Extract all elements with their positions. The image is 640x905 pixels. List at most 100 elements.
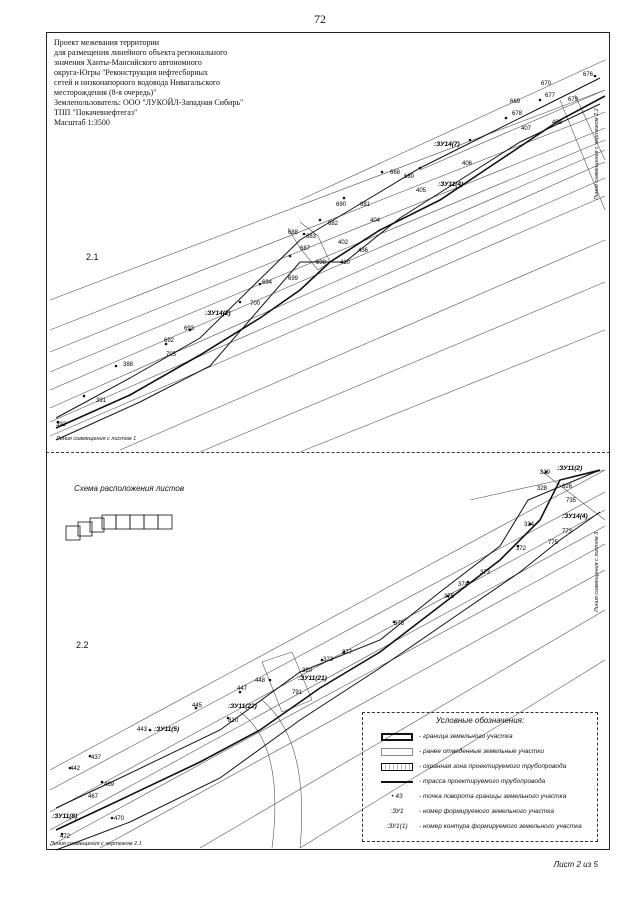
point-label: 437 — [91, 755, 102, 761]
point-label: 404 — [370, 218, 381, 224]
title-line: Масштаб 1:3500 — [54, 118, 110, 127]
protection-zone-symbol — [381, 762, 413, 771]
panel2-label: 2.2 — [76, 640, 89, 650]
parcel-label: :ЗУ11(21) — [298, 675, 327, 682]
title-line: значения Ханты-Мансийского автономного — [54, 58, 202, 67]
point-label: 694 — [262, 280, 273, 286]
point-label: 690 — [336, 202, 347, 208]
title-line: Землепользователь: ООО "ЛУКОЙЛ-Западная … — [54, 98, 244, 107]
point-label: 376 — [394, 621, 405, 627]
legend-text: - охранная зона проектируемого трубопров… — [419, 763, 567, 770]
point-label: 374 — [458, 582, 469, 588]
point-label: 443 — [137, 727, 148, 733]
legend-text: - ранее отведенные земельные участки — [419, 748, 544, 755]
boundary-symbol — [381, 732, 413, 741]
legend-title: Условные обозначения: — [435, 716, 525, 725]
point-label: 681 — [360, 202, 371, 208]
point-label: 472 — [60, 834, 71, 840]
parcel-label: :ЗУ11(4) — [438, 181, 463, 188]
panel1-linework — [49, 59, 606, 453]
point-label: 324 — [524, 522, 535, 528]
legend-item: - охранная зона проектируемого трубопров… — [363, 759, 597, 774]
point-label: 323 — [323, 657, 334, 663]
legend-item: :ЗУ1(1) - номер контура формируемого зем… — [363, 819, 597, 834]
point-label: 328 — [537, 486, 548, 492]
legend-text: - номер контура формируемого земельного … — [419, 823, 582, 830]
sheet-scheme — [65, 514, 173, 541]
panel-divider — [46, 452, 610, 453]
legend-text: - граница земельного участка — [419, 733, 513, 740]
point-label: 700 — [250, 301, 261, 307]
point-label: 320 — [302, 668, 313, 674]
point-label: 405 — [416, 188, 427, 194]
panel2-edge-right: Линия совмещения с листом 3 — [594, 531, 600, 612]
panel1-edge-right: Линия совмещения с чертежом 2.2 — [594, 108, 600, 200]
point-label: 670 — [541, 81, 552, 87]
point-label: 448 — [255, 678, 266, 684]
legend-text: - номер формируемого земельного участка — [419, 808, 554, 815]
point-label: 791 — [292, 690, 303, 696]
point-label: 683 — [306, 234, 317, 240]
point-label: 677 — [545, 93, 556, 99]
parcel-label: :ЗУ11(22) — [228, 703, 257, 710]
point-label: 377 — [342, 650, 353, 656]
pipeline-symbol — [381, 778, 413, 786]
parcel-label: :ЗУ14(7) — [434, 141, 460, 148]
legend-item: • 43 - точка поворота границы земельного… — [363, 789, 597, 804]
parcel-label: :ЗУ14(2) — [205, 310, 231, 317]
point-label: 687 — [300, 246, 311, 252]
title-line: для размещения линейного объекта региона… — [54, 48, 228, 57]
turn-point-symbol: • 43 — [391, 793, 403, 800]
legend-item: - ранее отведенные земельные участки — [363, 744, 597, 759]
point-label: 436 — [358, 248, 369, 254]
scheme-label: Схема расположения листов — [74, 484, 185, 493]
point-label: 408 — [552, 120, 563, 126]
parcel-label: :ЗУ11(8) — [52, 813, 77, 820]
title-line: округа-Югры "Реконструкция нефтесборных — [54, 68, 208, 77]
point-label: 372 — [516, 546, 527, 552]
point-label: 680 — [404, 174, 415, 180]
point-label: 406 — [462, 161, 473, 167]
panel1-label: 2.1 — [86, 252, 99, 262]
legend-text: - трасса проектируемого трубопровода — [419, 778, 546, 785]
point-label: 692 — [164, 338, 175, 344]
panel1-point-labels: 676 670 677 669 678 679 408 407 406 405 … — [56, 72, 594, 428]
point-label: 391 — [96, 398, 107, 404]
title-line: Проект межевания территории — [54, 38, 160, 47]
point-label: 668 — [390, 170, 401, 176]
parcel-label: :ЗУ11(5) — [154, 726, 179, 733]
panel2-pipeline-route — [55, 469, 601, 831]
point-label: 775 — [548, 540, 559, 546]
point-label: 773 — [562, 529, 573, 535]
point-label: 688 — [288, 230, 299, 236]
point-label: 467 — [88, 794, 99, 800]
point-label: 699 — [288, 276, 299, 282]
point-label: 410 — [340, 260, 351, 266]
page-number: 72 — [314, 12, 326, 26]
title-line: сетей и низконапорного водовода Нивагаль… — [54, 78, 220, 87]
sheet-footer: Лист 2 из 5 — [553, 860, 598, 869]
point-label: 693 — [184, 326, 195, 332]
point-label: 682 — [328, 221, 339, 227]
point-label: 698 — [316, 260, 327, 266]
point-label: 373 — [480, 570, 491, 576]
point-label: 445 — [192, 703, 203, 709]
point-label: 669 — [510, 99, 521, 105]
legend-text: - точка поворота границы земельного учас… — [419, 793, 567, 800]
point-label: 810 — [228, 718, 239, 724]
legend-item: - граница земельного участка — [363, 729, 597, 744]
point-label: 447 — [237, 686, 248, 692]
point-label: 679 — [568, 97, 579, 103]
panel1-edge-bottom: Линия совмещения с листом 1 — [56, 436, 137, 442]
point-label: 676 — [583, 72, 594, 78]
point-label: 442 — [70, 766, 81, 772]
panel2-parcel-boundary — [55, 469, 601, 851]
point-label: 392 — [56, 422, 67, 428]
panel1-parcel-labels: :ЗУ14(7) :ЗУ11(4) :ЗУ14(2) — [205, 141, 463, 317]
title-block: Проект межевания территории для размещен… — [54, 38, 294, 128]
parcel-label: :ЗУ11(2) — [557, 465, 582, 472]
point-label: 329 — [540, 470, 551, 476]
legend: Условные обозначения: - граница земельно… — [362, 712, 598, 842]
point-markers — [56, 74, 597, 836]
